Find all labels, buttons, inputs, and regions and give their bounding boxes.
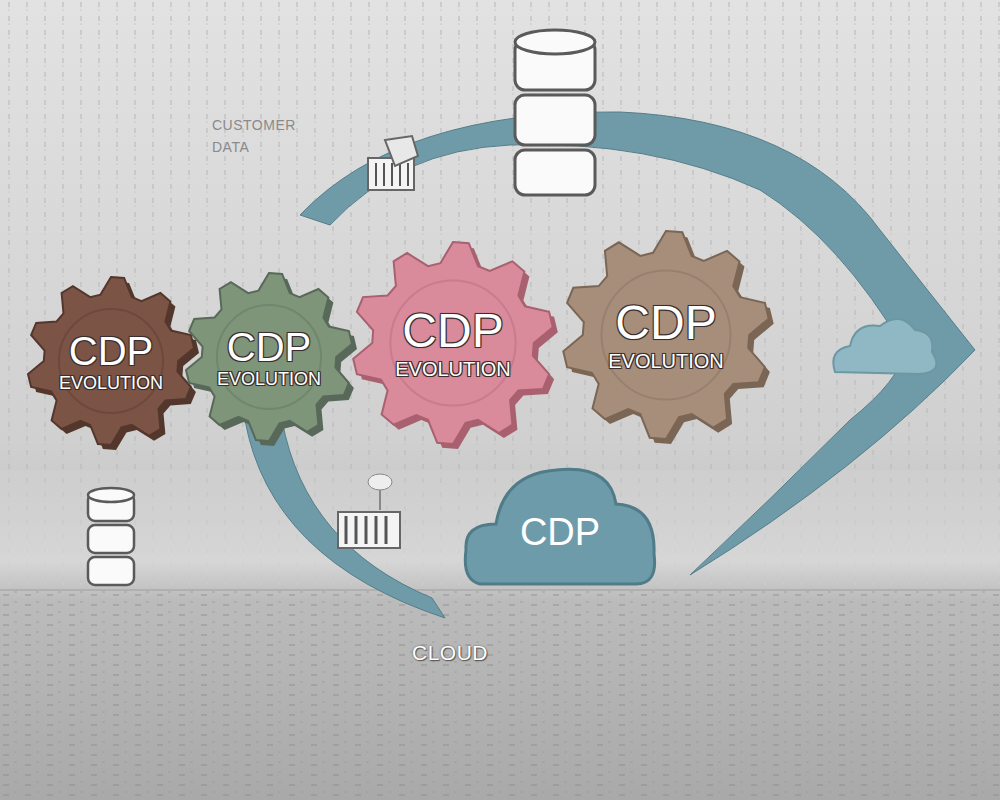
node-title: CDP <box>227 326 311 368</box>
gear-node: CDP EVOLUTION <box>560 228 772 442</box>
node-title: CDP <box>520 513 600 553</box>
node-title: CDP <box>69 330 153 372</box>
data-label: CUSTOMER DATA <box>212 114 322 159</box>
barcode-icon <box>368 136 418 190</box>
node-title: CDP <box>402 306 503 356</box>
node-subtitle: EVOLUTION <box>608 351 724 372</box>
node-subtitle: EVOLUTION <box>217 370 321 389</box>
cloud-label: CLOUD <box>390 636 510 670</box>
arrow-lower-band <box>245 420 445 618</box>
gear-node: CDP EVOLUTION <box>350 237 556 449</box>
arrow-upper-band <box>300 112 975 575</box>
cloud-node: CDP <box>460 462 660 590</box>
database-icon <box>88 488 134 585</box>
node-subtitle: EVOLUTION <box>395 359 511 380</box>
barcode-icon <box>338 474 400 548</box>
gear-node: CDP EVOLUTION <box>183 268 355 446</box>
cloud-icon <box>833 319 936 374</box>
node-subtitle: EVOLUTION <box>59 374 163 393</box>
node-title: CDP <box>615 298 716 348</box>
database-icon <box>515 30 595 195</box>
gear-node: CDP EVOLUTION <box>25 272 197 450</box>
